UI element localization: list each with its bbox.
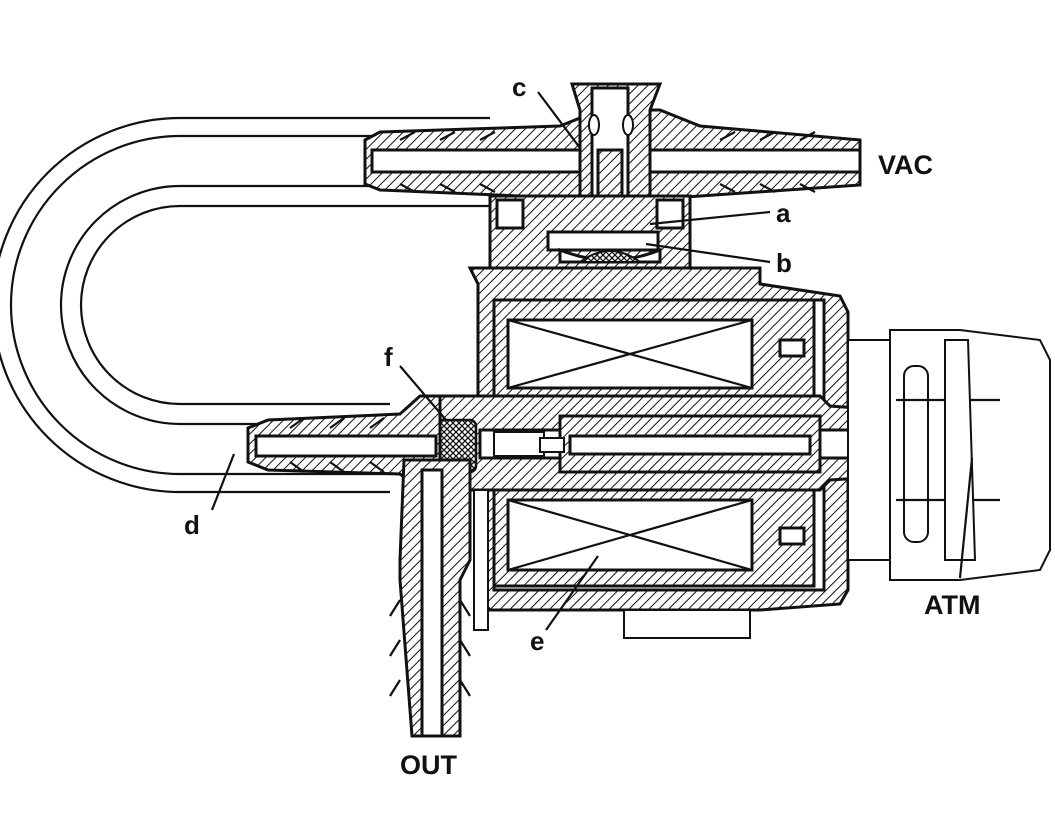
label-a: a [776, 198, 791, 228]
valve-upper-housing [488, 194, 692, 270]
label-d: d [184, 510, 200, 540]
vac-label: VAC [878, 150, 933, 180]
electrical-connector [847, 329, 1051, 581]
u-hose [0, 116, 490, 494]
atm-label: ATM [924, 590, 980, 620]
label-e: e [530, 626, 544, 656]
inlet-nipple [246, 394, 442, 492]
label-c: c [512, 72, 526, 102]
mounting-bracket [623, 609, 751, 639]
out-label: OUT [400, 750, 458, 780]
leader-lines [210, 91, 974, 631]
out-port-tube [389, 458, 489, 738]
label-b: b [776, 248, 792, 278]
label-f: f [384, 342, 393, 372]
